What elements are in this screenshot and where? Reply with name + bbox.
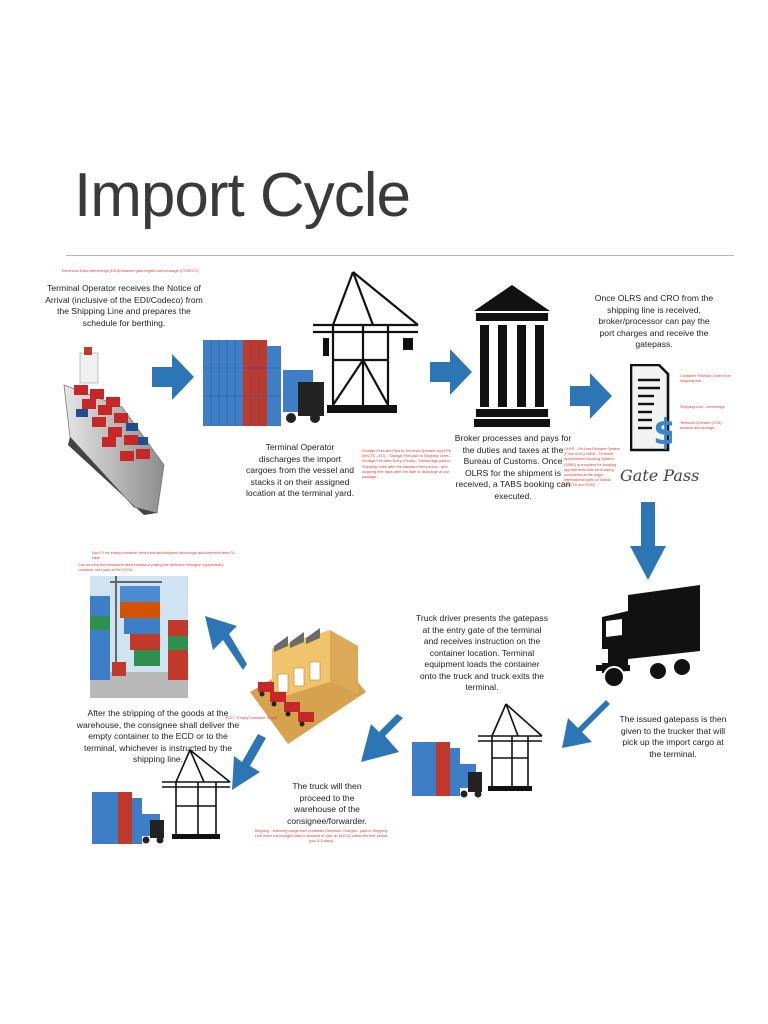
arrow-up-left-icon [203, 614, 247, 672]
ecd-note: ECD - Empty Container Depot [226, 716, 277, 720]
arrow-right-icon [152, 354, 194, 400]
warehouse-icon [250, 628, 366, 744]
return-caption: After the stripping of the goods at the … [76, 708, 240, 764]
trucker-caption: The issued gatepass is then given to the… [619, 714, 727, 759]
gate-entry-caption: Truck driver presents the gatepass at th… [416, 613, 548, 692]
svg-text:$: $ [653, 412, 672, 453]
page-title: Import Cycle [74, 161, 411, 230]
shipping-line-note: Shipping Line - demurrage [680, 405, 725, 409]
arrow-down-left-icon [560, 692, 612, 750]
gatepass-caption: Once OLRS and CRO from the shipping line… [594, 293, 714, 349]
arrival-caption: Terminal Operator receives the Notice of… [45, 283, 203, 328]
gantry-crane-icon [203, 270, 423, 435]
return-note-1: Not CY for empty container return but al… [92, 551, 238, 561]
return-note-2: Can we ship the containers itself instea… [78, 563, 223, 573]
arrow-left-icon [359, 708, 405, 770]
title-divider [66, 255, 734, 256]
edi-note: Electronic Data Interchange (EDI) [62, 269, 119, 273]
arrow-right-icon [570, 373, 612, 419]
truck-icon [594, 585, 702, 689]
codeco-note: Container gate-in/gate-out message (CODE… [118, 269, 199, 273]
broker-caption: Broker processes and pays for the duties… [454, 433, 572, 501]
storage-fee-note: Storage Fees are Paid to Terminal Operat… [362, 449, 452, 480]
cargo-ship-icon [62, 345, 167, 515]
warehouse-caption: The truck will then proceed to the wareh… [287, 781, 367, 826]
terminal-operator-note: Terminal Operator (CTS) - arrastre and s… [680, 421, 724, 431]
bank-icon [474, 285, 550, 427]
container-stack-icon [203, 340, 281, 426]
container-yard-photo [90, 576, 188, 698]
olrs-tabs-note: OLRS - On-Line Release System (From BOC)… [564, 447, 620, 488]
arrow-down-icon [630, 502, 666, 580]
arrow-down-left-icon [232, 734, 268, 792]
arrow-right-icon [430, 349, 472, 395]
gantry-crane-icon [412, 702, 544, 802]
gatepass-label: Gate Pass [620, 466, 700, 485]
gantry-crane-icon [92, 748, 232, 848]
discharge-caption: Terminal Operator discharges the import … [246, 442, 354, 498]
document-dollar-icon: $ [630, 364, 672, 454]
detention-note: Shipping - reducing usage from container… [254, 829, 388, 844]
cro-note: Container Release Order from shipping li… [680, 374, 731, 384]
